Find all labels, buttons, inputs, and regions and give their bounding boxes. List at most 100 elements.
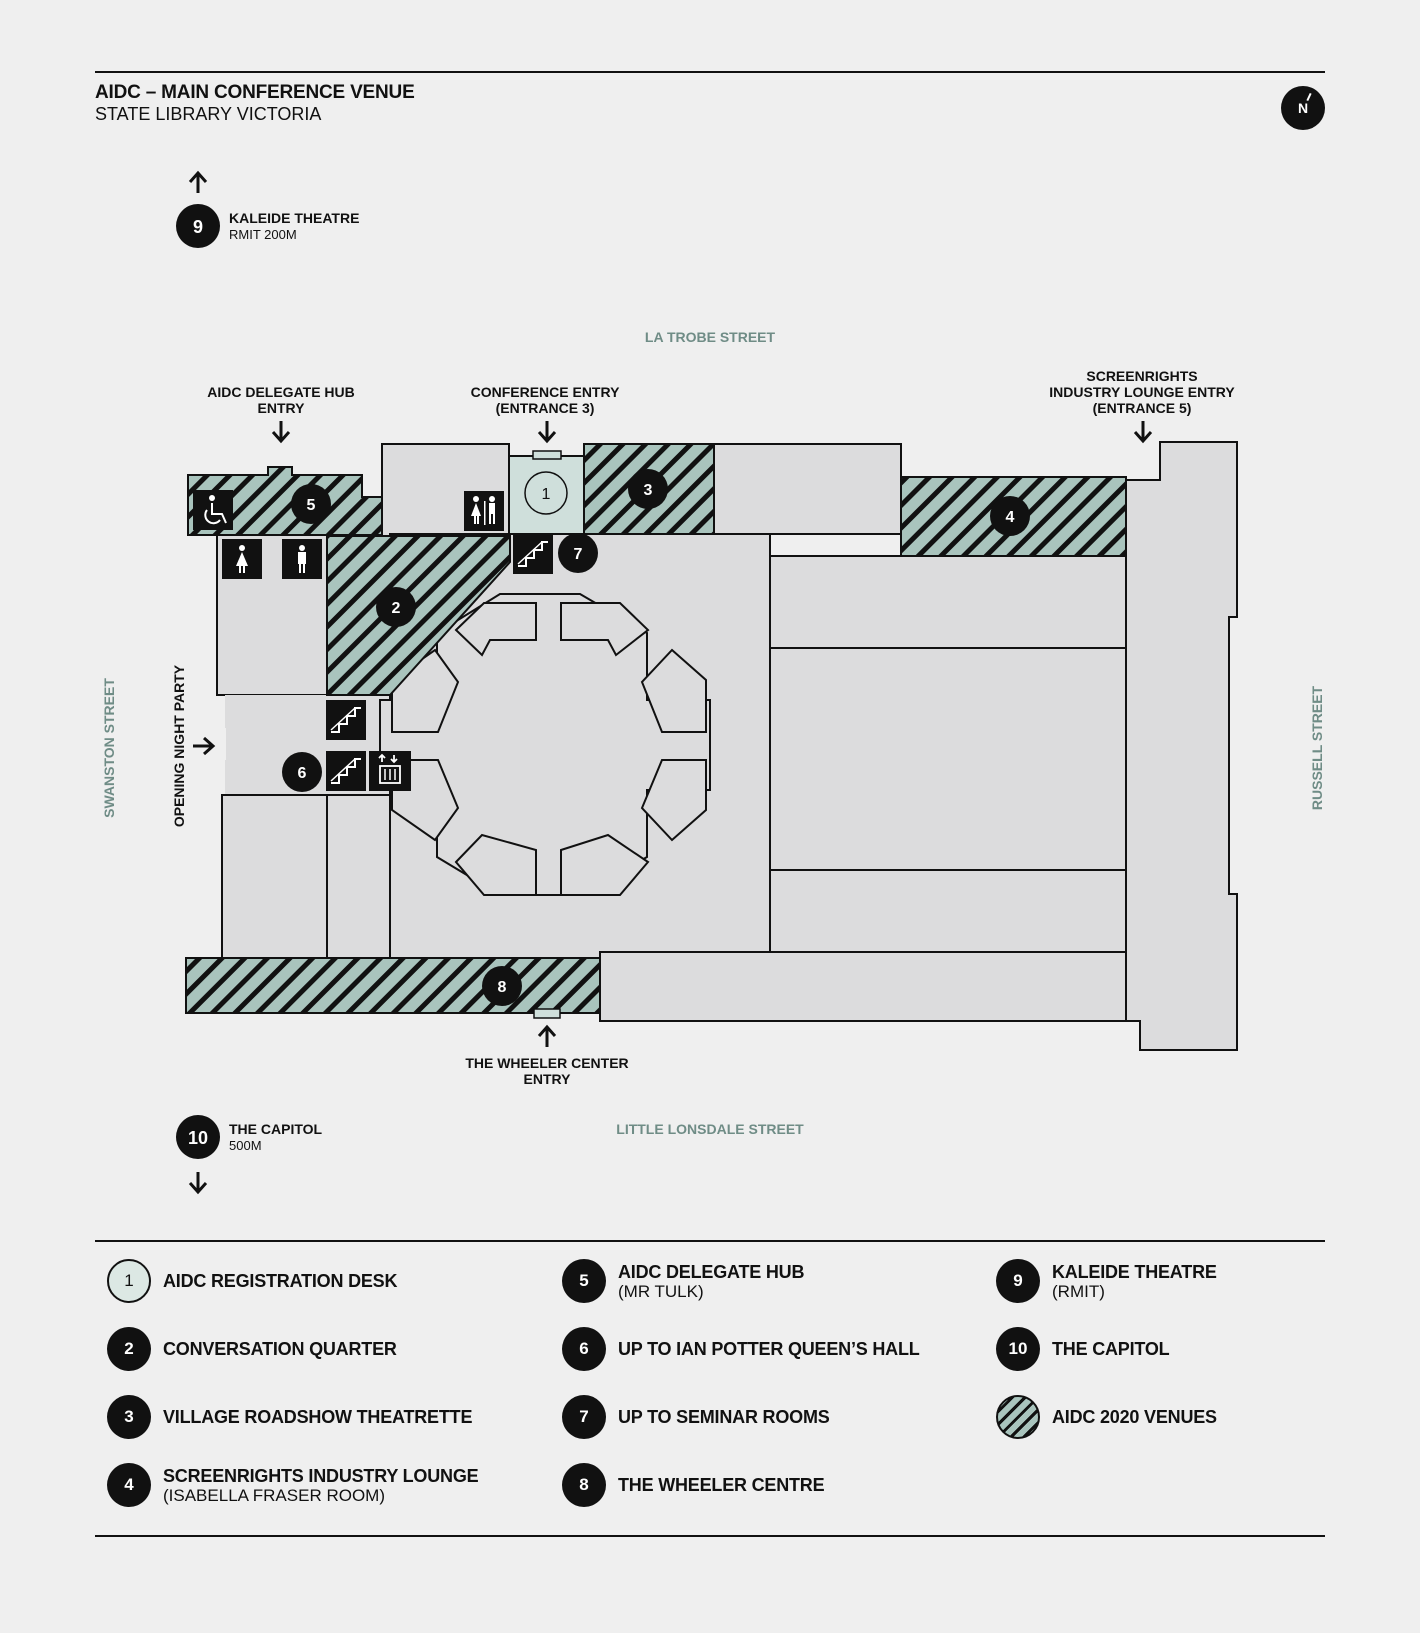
legend-item-1: 1 AIDC REGISTRATION DESK (107, 1259, 397, 1303)
legend-label: UP TO IAN POTTER QUEEN’S HALL (618, 1339, 920, 1359)
legend-label: AIDC 2020 VENUES (1052, 1407, 1217, 1427)
legend-item-9: 9 KALEIDE THEATRE(RMIT) (996, 1259, 1217, 1303)
stairs-icon (326, 700, 366, 740)
legend-item-5: 5 AIDC DELEGATE HUB(MR TULK) (562, 1259, 804, 1303)
entry-screenrights-line2: INDUSTRY LOUNGE ENTRY (1049, 384, 1235, 400)
offsite-kaleide-name: KALEIDE THEATRE (229, 210, 359, 226)
legend-badge: 10 (996, 1327, 1040, 1371)
legend-item-6: 6 UP TO IAN POTTER QUEEN’S HALL (562, 1327, 920, 1371)
top-rule (95, 71, 1325, 73)
marker-3: 3 (628, 469, 668, 509)
offsite-capitol: 10 THE CAPITOL 500M (176, 1115, 323, 1159)
stairs-icon (513, 534, 553, 574)
entry-screenrights: SCREENRIGHTS INDUSTRY LOUNGE ENTRY (ENTR… (1049, 368, 1235, 416)
legend-label: THE CAPITOL (1052, 1339, 1170, 1359)
stairs-icon (326, 751, 366, 791)
entry-conference-line2: (ENTRANCE 3) (496, 400, 595, 416)
offsite-kaleide: 9 KALEIDE THEATRE RMIT 200M (176, 204, 359, 248)
legend-label: CONVERSATION QUARTER (163, 1339, 397, 1359)
legend-badge: 2 (107, 1327, 151, 1371)
arrow-icon (1133, 421, 1153, 444)
north-label: N (1297, 100, 1309, 116)
marker-8-label: 8 (498, 979, 507, 996)
legend-top-rule (95, 1240, 1325, 1242)
arrow-icon (537, 1024, 557, 1047)
entry-opening-party: OPENING NIGHT PARTY (171, 664, 187, 827)
marker-1-label: 1 (542, 486, 551, 503)
offsite-capitol-number: 10 (188, 1128, 208, 1148)
marker-5: 5 (291, 484, 331, 524)
legend-sublabel: (MR TULK) (618, 1281, 704, 1301)
arrow-icon (193, 736, 216, 756)
legend-badge: 7 (562, 1395, 606, 1439)
entry-notch-opening (218, 728, 226, 760)
legend-item-10: 10 THE CAPITOL (996, 1327, 1170, 1371)
room-east-3 (769, 869, 1127, 953)
legend-label: SCREENRIGHTS INDUSTRY LOUNGE (163, 1465, 479, 1486)
marker-3-label: 3 (644, 482, 653, 499)
legend-label: AIDC DELEGATE HUB (618, 1261, 805, 1282)
legend-label: AIDC REGISTRATION DESK (163, 1271, 398, 1291)
legend-badge: 5 (562, 1259, 606, 1303)
marker-7-label: 7 (574, 546, 583, 563)
legend-item-3: 3 VILLAGE ROADSHOW THEATRETTE (107, 1395, 472, 1439)
entry-wheeler-line2: ENTRY (524, 1071, 572, 1087)
street-east-label: RUSSELL STREET (1309, 685, 1325, 810)
room-north-b (713, 443, 902, 535)
room-east-2 (769, 647, 1127, 871)
legend-badge: 6 (562, 1327, 606, 1371)
entry-wheeler-line1: THE WHEELER CENTER (465, 1055, 628, 1071)
legend-badge: 9 (996, 1259, 1040, 1303)
page-title: AIDC – MAIN CONFERENCE VENUE (95, 82, 415, 103)
entry-wheeler: THE WHEELER CENTER ENTRY (465, 1055, 628, 1087)
legend-sublabel: (ISABELLA FRASER ROOM) (163, 1485, 385, 1505)
street-west-label: SWANSTON STREET (101, 678, 117, 818)
hatch-swatch-icon (996, 1395, 1040, 1439)
offsite-capitol-name: THE CAPITOL (229, 1121, 323, 1137)
street-north-label: LA TROBE STREET (645, 329, 776, 345)
entry-delegate-hub-line2: ENTRY (258, 400, 306, 416)
wheelchair-icon (193, 490, 233, 530)
legend-badge: 1 (107, 1259, 151, 1303)
entry-conference-line1: CONFERENCE ENTRY (471, 384, 620, 400)
entry-conference: CONFERENCE ENTRY (ENTRANCE 3) (471, 384, 620, 416)
room-far-east (1125, 441, 1238, 1051)
legend-label: KALEIDE THEATRE (1052, 1261, 1217, 1282)
marker-6-label: 6 (298, 765, 307, 782)
legend-label: VILLAGE ROADSHOW THEATRETTE (163, 1407, 473, 1427)
entry-screenrights-line3: (ENTRANCE 5) (1093, 400, 1192, 416)
venue-8 (185, 957, 601, 1014)
legend-badge: 8 (562, 1463, 606, 1507)
legend-sublabel: (RMIT) (1052, 1281, 1105, 1301)
arrow-icon (188, 1172, 208, 1195)
entry-notch-wheeler (533, 1008, 561, 1019)
legend-badge: 4 (107, 1463, 151, 1507)
entry-screenrights-line1: SCREENRIGHTS (1086, 368, 1197, 384)
marker-6: 6 (282, 752, 322, 792)
legend-item-venues: AIDC 2020 VENUES (996, 1395, 1217, 1439)
toilet-male-icon (282, 539, 322, 579)
venues (185, 443, 1127, 1014)
legend-item-4: 4 SCREENRIGHTS INDUSTRY LOUNGE(ISABELLA … (107, 1463, 479, 1507)
legend-bottom-rule (95, 1535, 1325, 1537)
entry-delegate-hub-line1: AIDC DELEGATE HUB (207, 384, 355, 400)
lift-icon (369, 751, 411, 791)
street-south-label: LITTLE LONSDALE STREET (616, 1121, 804, 1137)
legend-label: UP TO SEMINAR ROOMS (618, 1407, 830, 1427)
venue-5 (187, 466, 383, 536)
arrow-icon (188, 170, 208, 193)
toilet-female-icon (222, 539, 262, 579)
marker-2-label: 2 (392, 600, 401, 617)
marker-1: 1 (524, 471, 568, 515)
legend-item-2: 2 CONVERSATION QUARTER (107, 1327, 397, 1371)
room-east-4 (599, 951, 1127, 1022)
arrow-icon (271, 421, 291, 444)
entry-notch-conference (532, 450, 562, 460)
room-west-lower (221, 794, 328, 959)
legend-item-8: 8 THE WHEELER CENTRE (562, 1463, 825, 1507)
marker-8: 8 (482, 966, 522, 1006)
marker-5-label: 5 (307, 497, 316, 514)
legend-badge: 3 (107, 1395, 151, 1439)
offsite-kaleide-number: 9 (193, 217, 203, 237)
